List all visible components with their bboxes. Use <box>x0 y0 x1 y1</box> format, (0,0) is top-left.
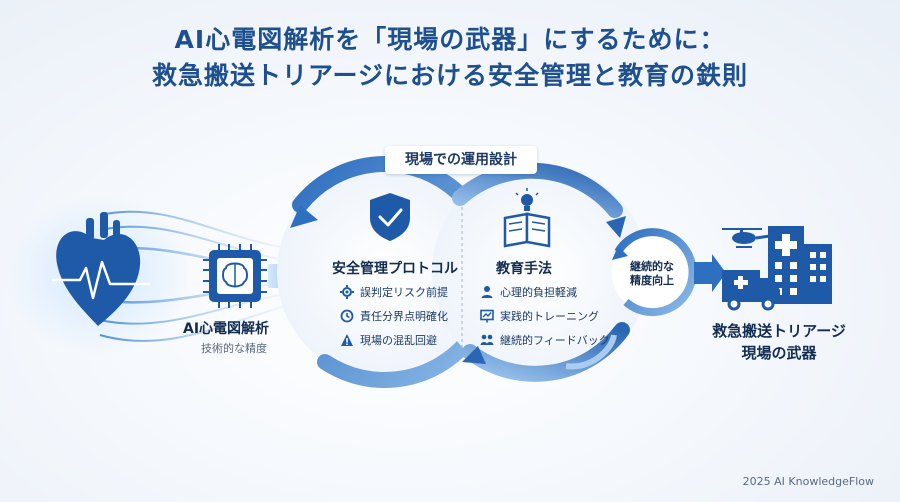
operation-design-banner: 現場での運用設計 <box>385 146 537 174</box>
flow-arrow-lower <box>565 334 617 370</box>
safety-item: 責任分界点明確化 <box>340 308 448 324</box>
continuous-improvement-loop <box>612 228 697 317</box>
education-item-label: 心理的負担軽減 <box>500 286 577 299</box>
ai-chip-icon <box>203 244 267 308</box>
safety-protocol-title: 安全管理プロトコル <box>332 261 458 277</box>
clock-icon <box>340 309 354 323</box>
education-item: 心理的負担軽減 <box>480 284 577 300</box>
book-lightbulb-icon <box>503 188 551 248</box>
arrow-to-hospital <box>694 254 726 292</box>
ai-ecg-label: AI心電図解析 <box>183 321 270 337</box>
helicopter-icon <box>722 228 771 248</box>
gear-icon <box>340 285 354 299</box>
safety-item-label: 現場の混乱回避 <box>360 334 437 347</box>
safety-item-label: 誤判定リスク前提 <box>360 286 448 299</box>
field-weapon-label: 現場の武器 <box>741 344 817 362</box>
person-icon <box>481 286 493 298</box>
title-line-1: AI心電図解析を「現場の武器」にするために： <box>174 25 726 54</box>
education-item-label: 実践的トレーニング <box>500 310 599 323</box>
education-item: 継続的フィードバック <box>480 332 610 348</box>
safety-item: 現場の混乱回避 <box>340 332 437 348</box>
safety-item: 誤判定リスク前提 <box>340 284 448 300</box>
loop-line-1: 継続的な <box>630 260 674 273</box>
triage-label: 救急搬送トリアージ <box>712 322 846 340</box>
education-item: 実践的トレーニング <box>480 308 599 324</box>
heart-icon <box>52 212 150 326</box>
continuous-improvement-label: 継続的な 精度向上 <box>620 260 684 288</box>
safety-item-label: 責任分界点明確化 <box>360 310 448 323</box>
shield-check-icon <box>370 193 410 241</box>
chart-board-icon <box>480 309 494 323</box>
warning-icon <box>341 334 353 346</box>
footer-credit: 2025 AI KnowledgeFlow <box>742 475 874 488</box>
title-line-2: 救急搬送トリアージにおける安全管理と教育の鉄則 <box>151 61 748 90</box>
education-method-title: 教育手法 <box>496 261 552 277</box>
education-item-label: 継続的フィードバック <box>500 334 610 347</box>
people-icon <box>480 334 494 345</box>
ambulance-icon <box>722 270 780 311</box>
ai-ecg-sublabel: 技術的な精度 <box>201 342 267 355</box>
hospital-ambulance-icon <box>722 226 832 311</box>
loop-line-2: 精度向上 <box>630 274 674 287</box>
